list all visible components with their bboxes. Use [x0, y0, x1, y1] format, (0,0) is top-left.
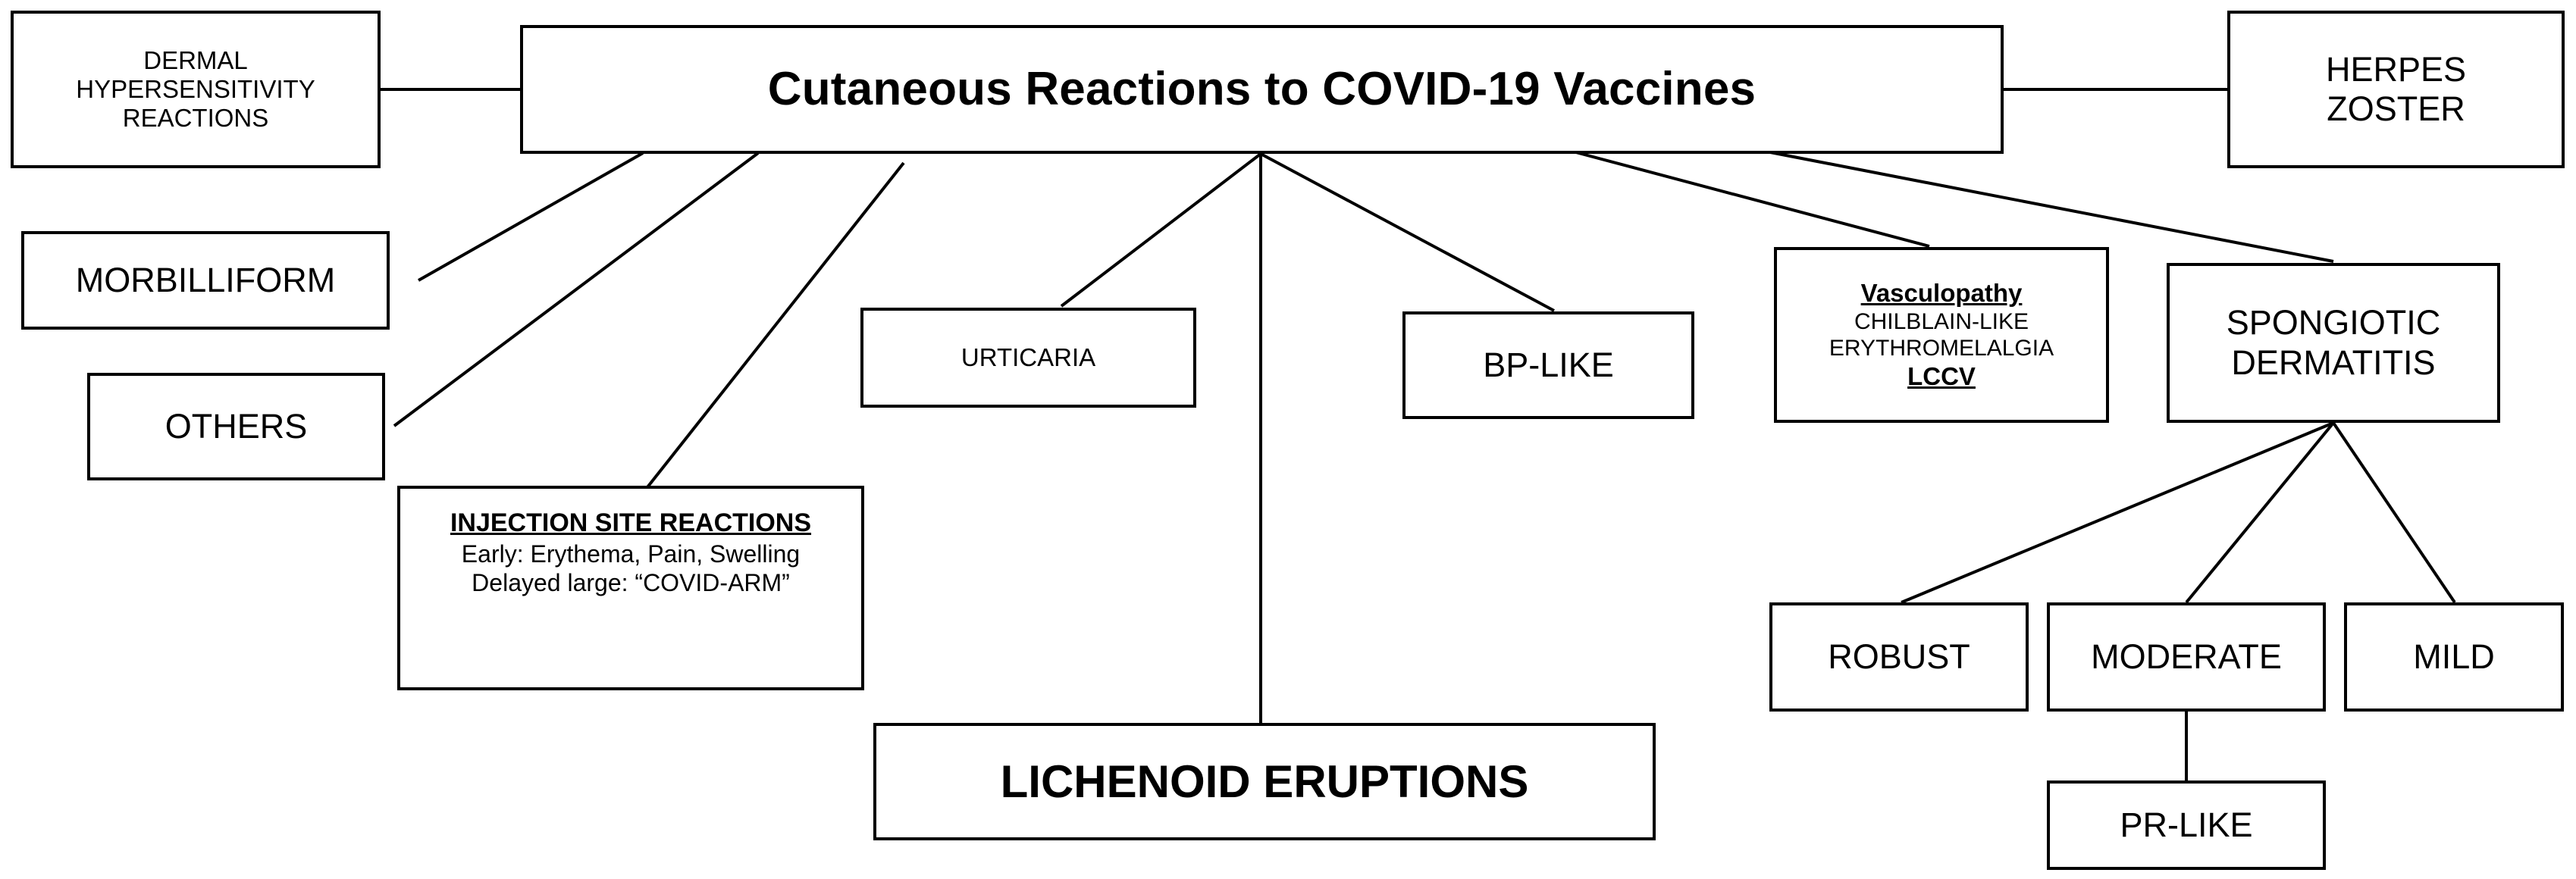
injection-site-line-1: Early: Erythema, Pain, Swelling	[461, 540, 801, 568]
vasculopathy-footer: LCCV	[1907, 361, 1976, 390]
dermal-line-3: REACTIONS	[122, 104, 269, 133]
node-mild[interactable]: MILD	[2344, 602, 2564, 712]
moderate-label: MODERATE	[2091, 637, 2282, 676]
edge-root-others	[393, 152, 760, 427]
pr-like-label: PR-LIKE	[2120, 805, 2253, 844]
node-herpes-zoster[interactable]: HERPES ZOSTER	[2227, 11, 2565, 168]
robust-label: ROBUST	[1828, 637, 1970, 676]
root-title-label: Cutaneous Reactions to COVID-19 Vaccines	[767, 63, 1757, 116]
dermal-line-2: HYPERSENSITIVITY	[76, 74, 315, 103]
injection-site-line-2: Delayed large: “COVID-ARM”	[472, 568, 790, 596]
mild-label: MILD	[2413, 637, 2495, 676]
node-bp-like[interactable]: BP-LIKE	[1402, 311, 1694, 419]
spongiotic-line-2: DERMATITIS	[2231, 343, 2436, 382]
node-urticaria[interactable]: URTICARIA	[860, 308, 1196, 408]
lichenoid-label: LICHENOID ERUPTIONS	[1000, 755, 1529, 807]
dermal-line-1: DERMAL	[143, 45, 248, 74]
injection-site-header: INJECTION SITE REACTIONS	[450, 508, 812, 537]
node-pr-like[interactable]: PR-LIKE	[2047, 780, 2326, 870]
node-lichenoid-eruptions[interactable]: LICHENOID ERUPTIONS	[873, 723, 1656, 840]
edge-root-bp-like	[1260, 152, 1555, 312]
bp-like-label: BP-LIKE	[1483, 345, 1614, 384]
node-morbilliform[interactable]: MORBILLIFORM	[21, 231, 390, 330]
others-label: OTHERS	[165, 406, 308, 446]
node-dermal-hypersensitivity-reactions[interactable]: DERMAL HYPERSENSITIVITY REACTIONS	[11, 11, 381, 168]
node-injection-site-reactions[interactable]: INJECTION SITE REACTIONS Early: Erythema…	[397, 486, 864, 690]
node-spongiotic-dermatitis[interactable]: SPONGIOTIC DERMATITIS	[2167, 263, 2500, 423]
edge-root-vasculopathy	[1572, 150, 1930, 248]
vasculopathy-line-1: CHILBLAIN-LIKE	[1854, 309, 2029, 335]
edge-spongiotic-mild	[2332, 421, 2456, 604]
herpes-line-1: HERPES	[2325, 49, 2467, 89]
edge-spongiotic-moderate	[2185, 421, 2335, 604]
urticaria-label: URTICARIA	[961, 343, 1096, 371]
node-moderate[interactable]: MODERATE	[2047, 602, 2326, 712]
morbilliform-label: MORBILLIFORM	[75, 260, 336, 299]
node-robust[interactable]: ROBUST	[1769, 602, 2029, 712]
node-others[interactable]: OTHERS	[87, 373, 385, 480]
vasculopathy-line-2: ERYTHROMELALGIA	[1829, 336, 2054, 361]
herpes-line-2: ZOSTER	[2327, 89, 2465, 128]
vasculopathy-header: Vasculopathy	[1860, 278, 2023, 307]
spongiotic-line-1: SPONGIOTIC	[2226, 303, 2441, 343]
node-root-title[interactable]: Cutaneous Reactions to COVID-19 Vaccines	[520, 25, 2004, 154]
node-vasculopathy[interactable]: Vasculopathy CHILBLAIN-LIKE ERYTHROMELAL…	[1774, 247, 2109, 423]
edge-spongiotic-robust	[1901, 421, 2334, 604]
edge-root-urticaria	[1060, 152, 1262, 308]
edge-root-morbilliform	[418, 152, 644, 282]
